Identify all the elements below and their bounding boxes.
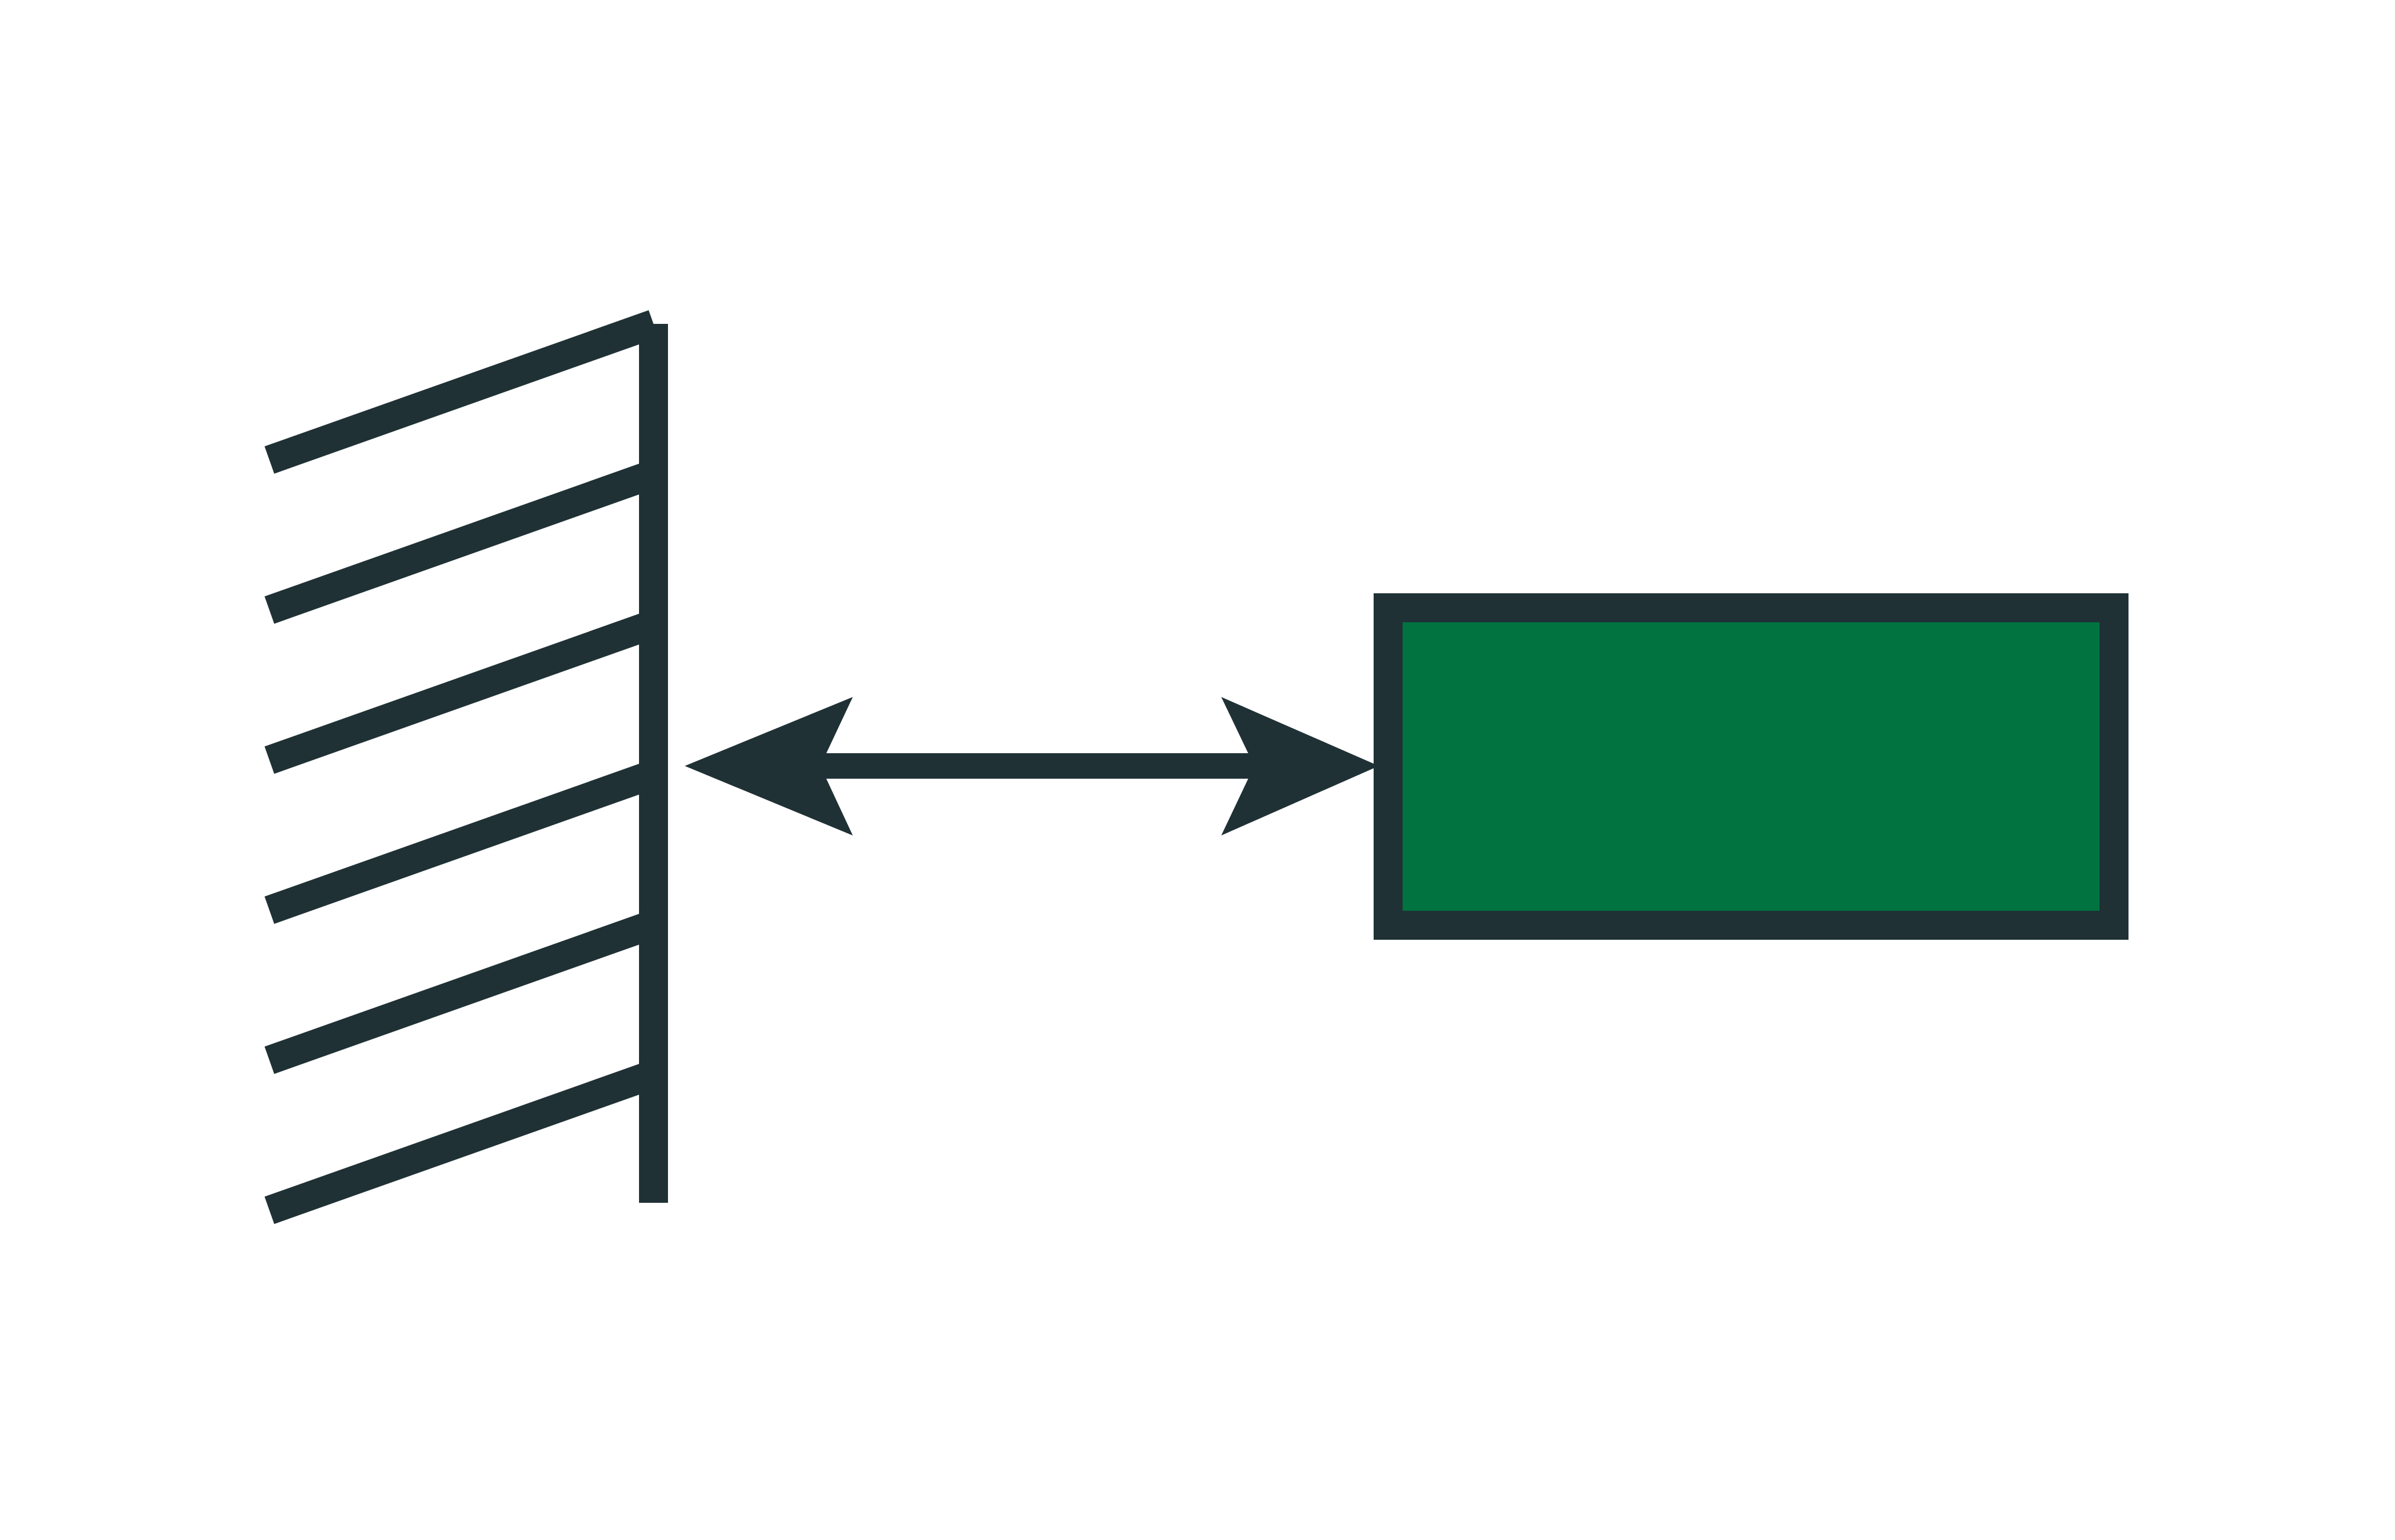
arrow-head-left <box>685 697 853 835</box>
hatch-line <box>264 610 659 774</box>
fixed-wall <box>264 310 668 1224</box>
hatch-line <box>264 460 659 624</box>
hatch-line <box>264 1060 659 1224</box>
block-rect <box>1374 593 2129 940</box>
hatch-line <box>264 760 659 924</box>
hatch-line <box>264 310 659 474</box>
green-block <box>1374 593 2129 940</box>
hatch-line <box>264 910 659 1074</box>
double-headed-arrow <box>685 697 1379 835</box>
arrow-head-right <box>1221 697 1379 835</box>
